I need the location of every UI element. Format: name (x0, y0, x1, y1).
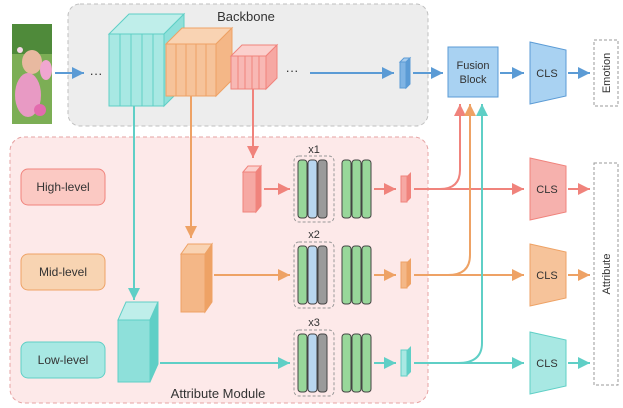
low-level-label: Low-level (38, 353, 89, 367)
high-level-cls (529, 157, 567, 221)
low-level-cls-label: CLS (536, 358, 557, 370)
ellipsis-right: ··· (286, 63, 299, 78)
mid-to-fusion-arrow (447, 104, 476, 276)
attribute-output-label: Attribute (601, 254, 613, 295)
emotion-cls (529, 41, 567, 105)
high-level-label: High-level (36, 180, 89, 194)
backbone-feature-vector (398, 56, 412, 90)
mid-level-box (20, 253, 106, 291)
high-level-vector (400, 172, 411, 203)
repeat-label-x1: x1 (308, 144, 320, 156)
orange-feature-block (164, 26, 234, 98)
emotion-cls-label: CLS (536, 68, 557, 80)
emotion-output-label: Emotion (601, 53, 613, 93)
high-level-box (20, 168, 106, 206)
high-to-fusion-arrow (439, 104, 466, 190)
low-level-vector (400, 346, 411, 377)
repeat-block-high (293, 155, 372, 223)
repeat-label-x2: x2 (308, 229, 320, 241)
salmon-feature-block (229, 43, 279, 91)
mid-level-feature-map (180, 242, 213, 314)
low-level-cls (529, 331, 567, 395)
low-level-box (20, 341, 106, 379)
mid-level-label: Mid-level (39, 265, 87, 279)
emotion-output (593, 39, 619, 107)
high-level-cls-label: CLS (536, 184, 557, 196)
attribute-output (593, 162, 619, 386)
fusion-block (447, 46, 499, 98)
repeat-block-low (293, 329, 372, 397)
input-image (12, 24, 52, 124)
fusion-label-1: Fusion (456, 60, 489, 72)
mid-level-cls-label: CLS (536, 270, 557, 282)
low-level-feature-map (117, 301, 159, 383)
mid-level-vector (400, 258, 411, 289)
attribute-module-title: Attribute Module (171, 386, 266, 401)
low-to-fusion-arrow (457, 104, 488, 364)
ellipsis-left: ··· (90, 66, 103, 81)
fusion-label-2: Block (460, 74, 487, 86)
high-level-feature-map (241, 164, 263, 214)
mid-level-cls (529, 243, 567, 307)
backbone-title: Backbone (217, 9, 275, 24)
repeat-block-mid (293, 241, 372, 309)
repeat-label-x3: x3 (308, 317, 320, 329)
